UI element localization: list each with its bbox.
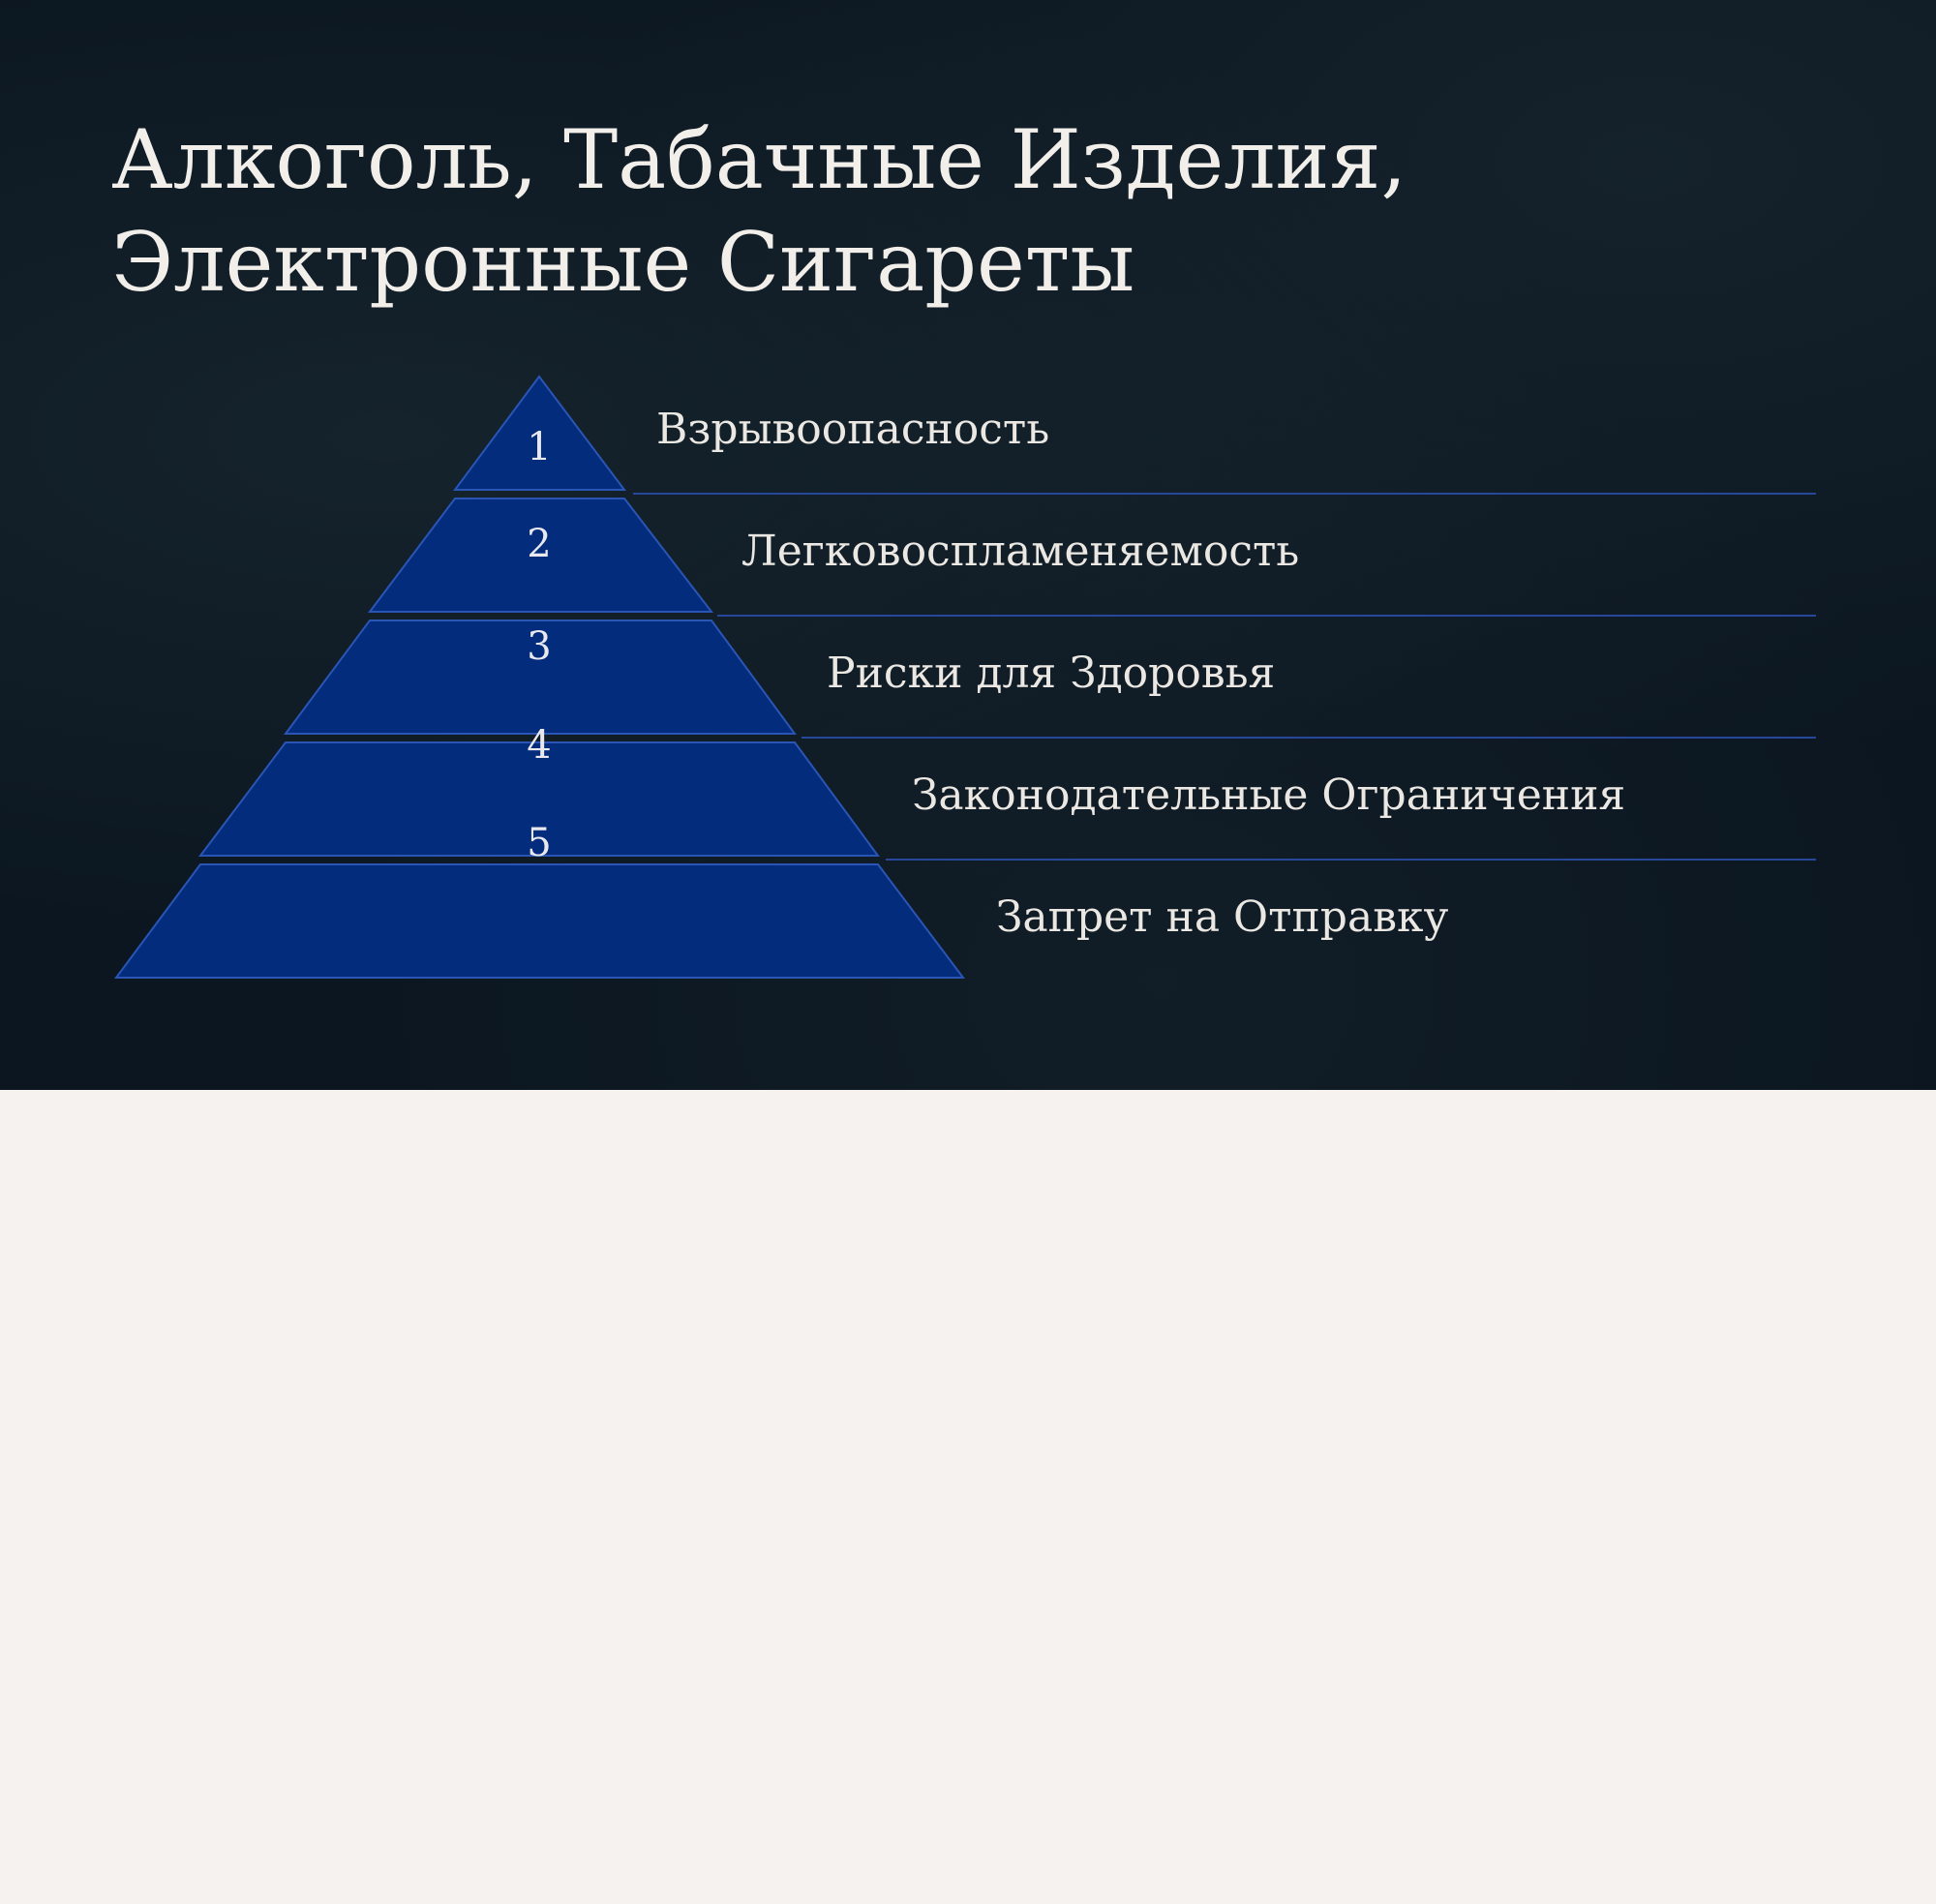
pyramid-tier-3: 3 Риски для Здоровья — [284, 620, 1816, 739]
pyramid-tier-5: 5 Запрет на Отправку — [114, 821, 1448, 979]
pyramid-tier-5-shape — [114, 863, 966, 979]
pyramid-tier-4-label: Законодательные Ограничения — [912, 771, 1625, 820]
pyramid-tier-1-number: 1 — [527, 425, 551, 469]
pyramid-tier-5-number: 5 — [527, 821, 551, 865]
pyramid-tier-3-label: Риски для Здоровья — [827, 649, 1275, 698]
pyramid-tier-4-number: 4 — [527, 723, 551, 768]
pyramid-tier-2-shape — [367, 498, 714, 613]
empty-canvas-area — [0, 1090, 1936, 1904]
pyramid-tier-2-number: 2 — [527, 522, 551, 566]
slide: Алкоголь, Табачные Изделия, Электронные … — [0, 0, 1936, 1090]
pyramid-tier-3-number: 3 — [527, 624, 551, 669]
pyramid-tier-2-label: Легковоспламеняемость — [741, 527, 1299, 576]
pyramid-tier-2: 2 Легковоспламеняемость — [367, 498, 1816, 617]
pyramid-diagram: 1 Взрывоопасность 2 Легковоспламеняемост… — [114, 375, 1816, 979]
slide-title: Алкоголь, Табачные Изделия, Электронные … — [111, 112, 1407, 310]
pyramid-tier-4: 4 Законодательные Ограничения — [197, 723, 1816, 861]
pyramid-tier-1-shape — [453, 375, 627, 491]
pyramid-tier-1: 1 Взрывоопасность — [453, 375, 1816, 495]
pyramid-tier-4-shape — [197, 741, 880, 857]
pyramid-tier-1-label: Взрывоопасность — [656, 405, 1049, 454]
pyramid-tier-3-shape — [284, 620, 797, 735]
pyramid-tier-5-label: Запрет на Отправку — [996, 892, 1448, 942]
